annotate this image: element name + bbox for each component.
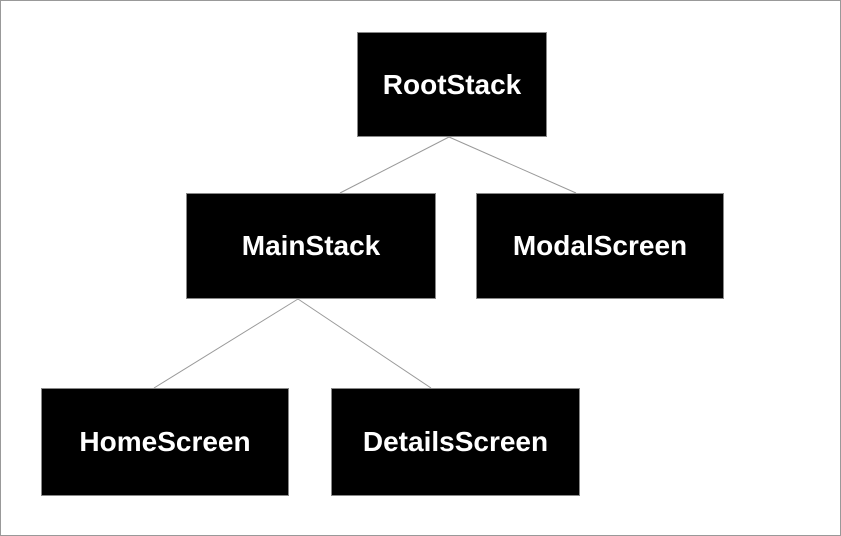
node-detailsscreen: DetailsScreen [331, 388, 580, 496]
node-homescreen: HomeScreen [41, 388, 289, 496]
edge-mainstack-homescreen [153, 298, 299, 389]
edge-rootstack-mainstack [339, 136, 450, 194]
edge-mainstack-detailsscreen [297, 298, 432, 389]
node-rootstack: RootStack [357, 32, 547, 137]
edge-rootstack-modalscreen [448, 136, 577, 194]
node-modalscreen-label: ModalScreen [512, 230, 688, 261]
node-mainstack-label: MainStack [241, 230, 381, 261]
node-mainstack: MainStack [186, 193, 436, 299]
node-homescreen-label: HomeScreen [79, 426, 251, 457]
node-detailsscreen-label: DetailsScreen [362, 426, 549, 457]
node-rootstack-label: RootStack [382, 68, 522, 100]
node-modalscreen: ModalScreen [476, 193, 724, 299]
